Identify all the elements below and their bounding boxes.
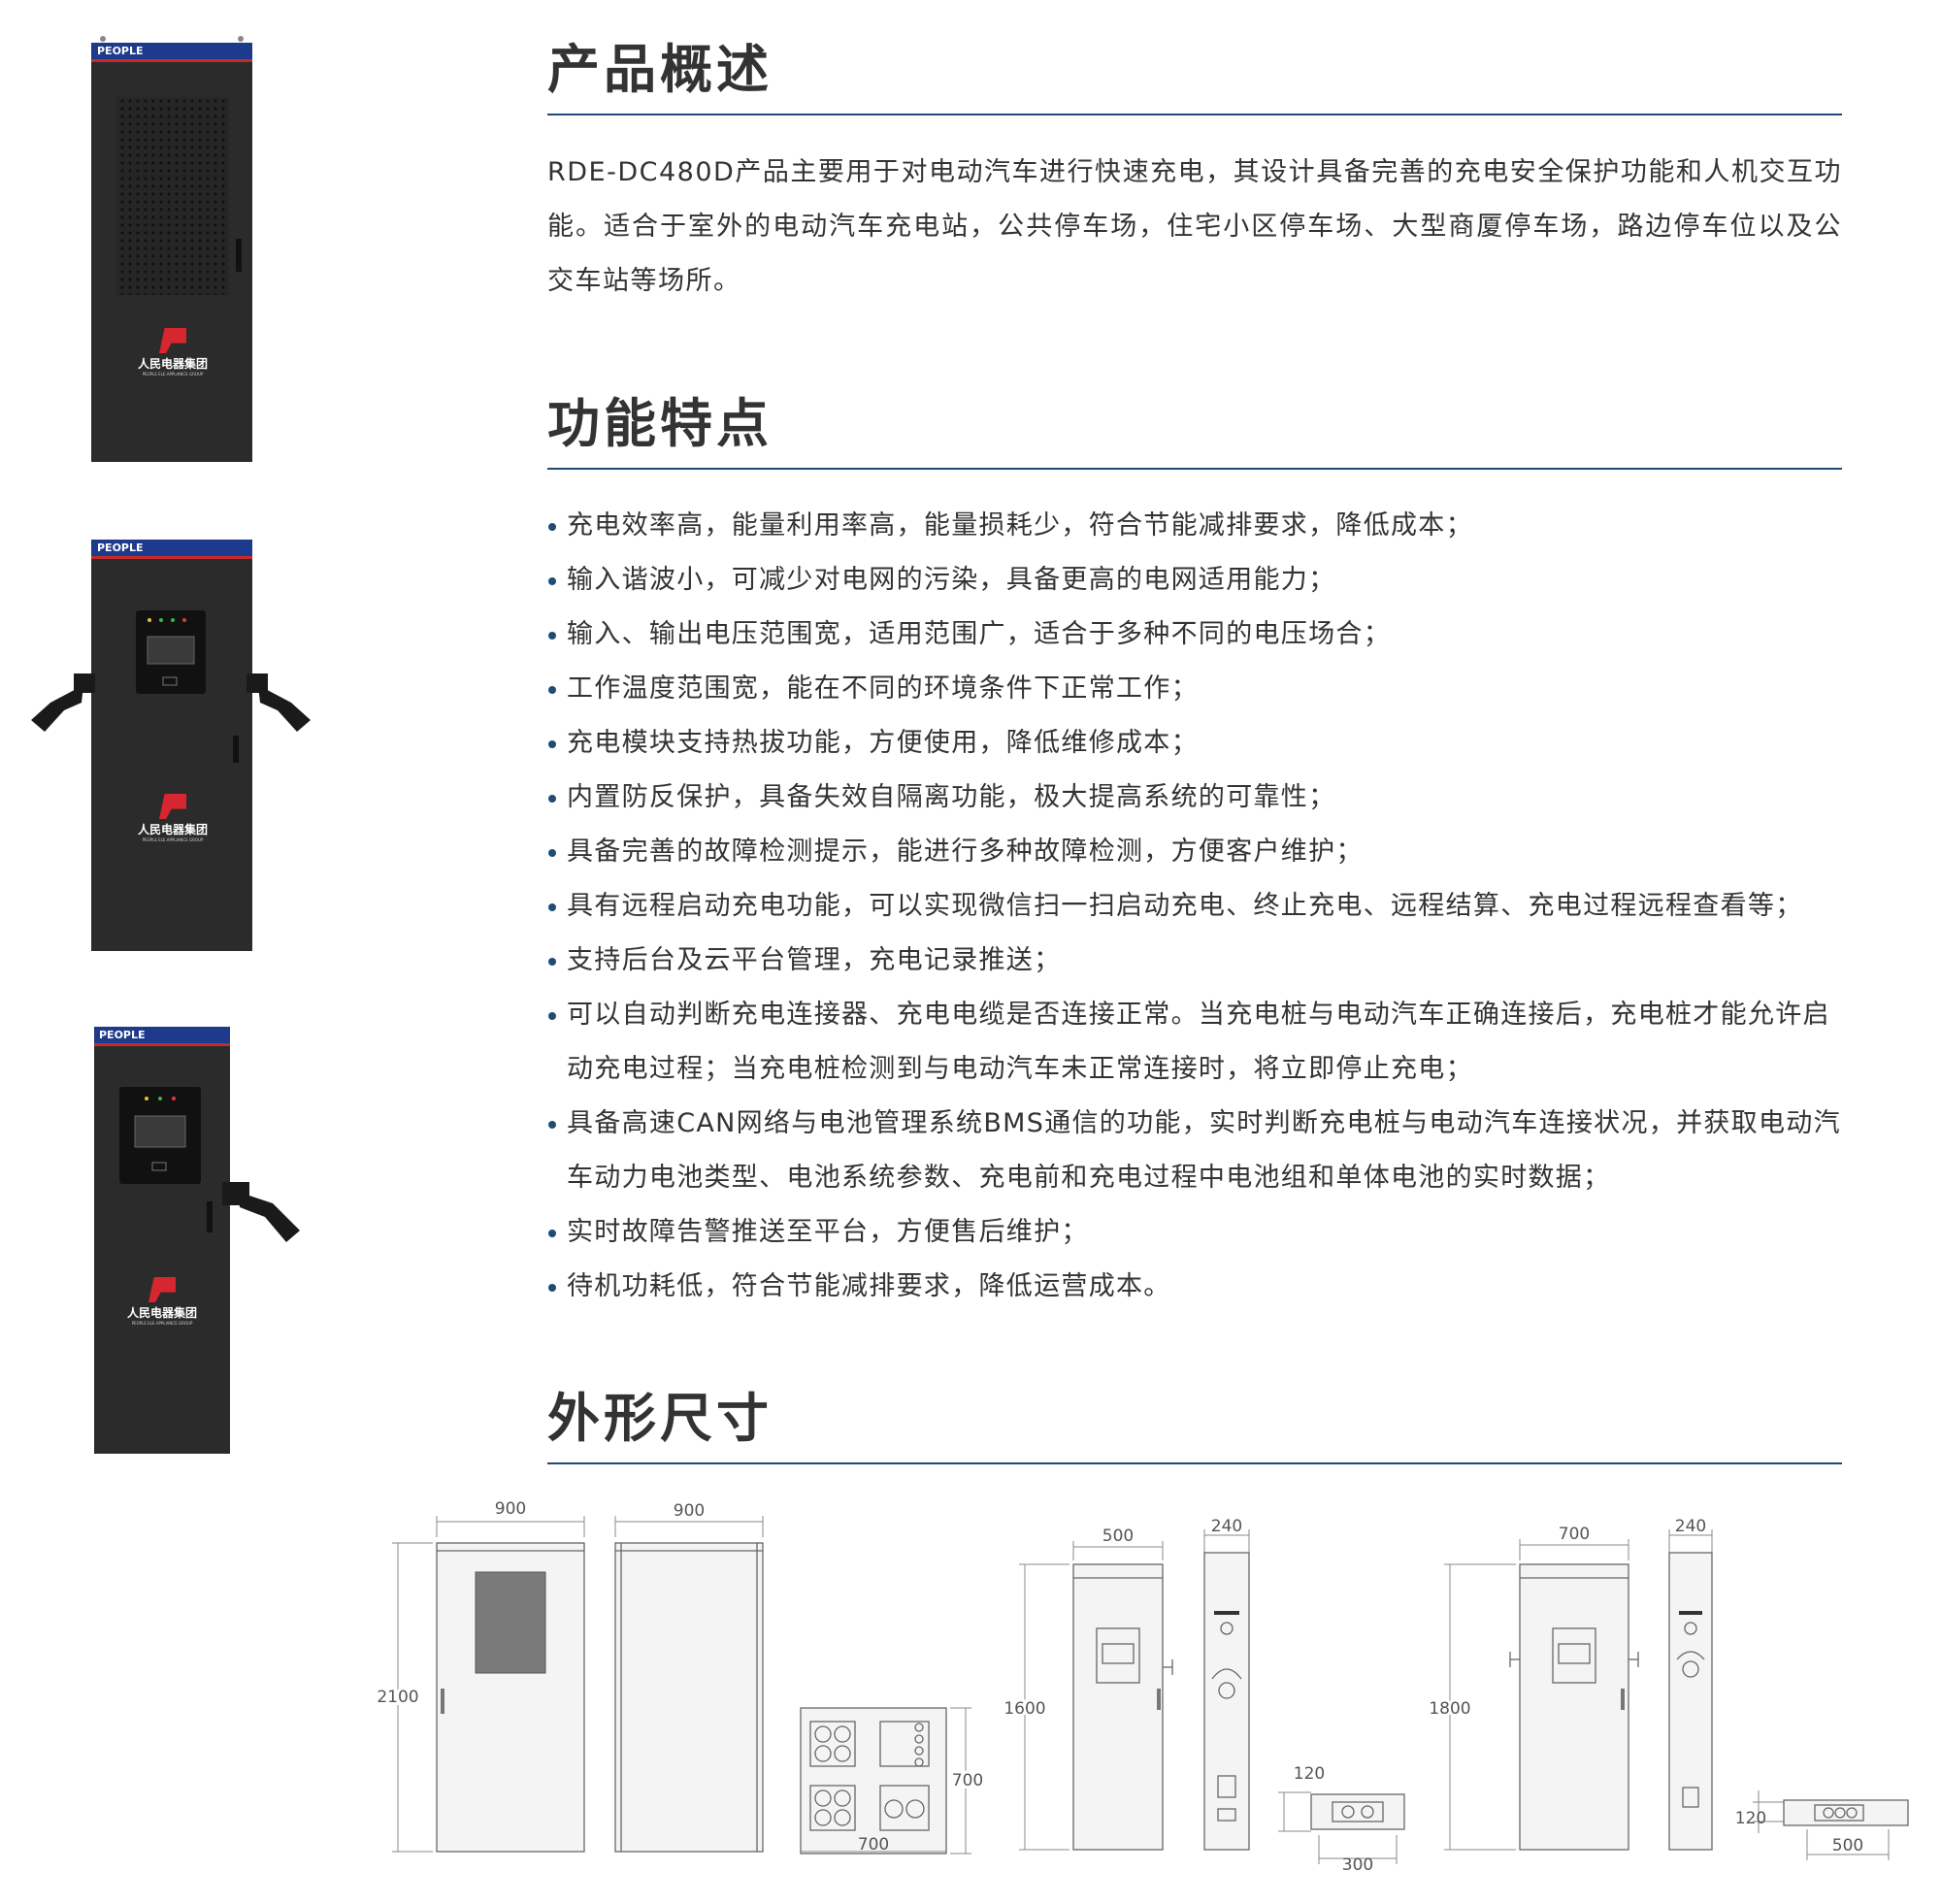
single-gun-foot-drawing: 120 500 (1727, 1781, 1931, 1878)
feature-item: 具备完善的故障检测提示，能进行多种故障检测，方便客户维护； (547, 825, 1842, 879)
feature-item: 支持后台及云平台管理，充电记录推送； (547, 934, 1842, 988)
logo-subtext: PEOPLE ELE.APPLIANCE GROUP (131, 1321, 193, 1326)
dual-foot-width-label: 300 (1342, 1855, 1373, 1875)
brand-label: PEOPLE (97, 45, 144, 57)
feature-item: 工作温度范围宽，能在不同的环境条件下正常工作； (547, 662, 1842, 716)
cabinet-base-plan-drawing: 700 700 (791, 1689, 995, 1863)
feature-item: 输入谐波小，可减少对电网的污染，具备更高的电网适用能力； (547, 553, 1842, 607)
logo-text: 人民电器集团 (137, 823, 208, 837)
feature-list: 充电效率高，能量利用率高，能量损耗少，符合节能减排要求，降低成本； 输入谐波小，… (547, 499, 1842, 1314)
dual-width-label: 500 (1102, 1526, 1134, 1546)
company-logo: 人民电器集团 PEOPLE ELE.APPLIANCE GROUP (124, 328, 221, 377)
single-foot-depth-label: 120 (1735, 1809, 1766, 1828)
base-depth-label: 700 (952, 1771, 983, 1790)
company-logo: 人民电器集团 PEOPLE ELE.APPLIANCE GROUP (114, 1277, 211, 1326)
single-gun-charger-image: PEOPLE 人民电器集团 PEOPLE ELE.APPLIANCE GROUP (92, 1027, 306, 1454)
overview-title: 产品概述 (547, 44, 1842, 115)
power-cabinet-side-drawing: 900 (602, 1494, 776, 1863)
dual-gun-side-drawing: 240 (1199, 1514, 1276, 1863)
dimensions-title: 外形尺寸 (547, 1393, 1842, 1464)
features-title: 功能特点 (547, 398, 1842, 470)
dual-gun-foot-drawing: 120 300 (1276, 1761, 1422, 1878)
feature-item: 具有远程启动充电功能，可以实现微信扫一扫启动充电、终止充电、远程结算、充电过程远… (547, 879, 1842, 934)
power-cabinet-image: PEOPLE 人民电器集团 PEOPLE ELE.APPLIANCE GROUP (87, 35, 257, 462)
cabinet-width-label: 900 (495, 1499, 526, 1519)
single-foot-width-label: 500 (1832, 1836, 1863, 1855)
cabinet-side-width-label: 900 (674, 1501, 705, 1521)
single-width-label: 700 (1559, 1525, 1590, 1544)
feature-item: 充电模块支持热拔功能，方便使用，降低维修成本； (547, 716, 1842, 771)
feature-item: 内置防反保护，具备失效自隔离功能，极大提高系统的可靠性； (547, 771, 1842, 825)
logo-mark-icon (159, 328, 186, 353)
logo-text: 人民电器集团 (137, 357, 208, 371)
base-width-label: 700 (858, 1835, 889, 1855)
logo-mark-icon (159, 794, 186, 819)
single-gun-side-drawing: 240 (1660, 1514, 1737, 1863)
power-cabinet-front-drawing: 900 2100 (369, 1494, 602, 1863)
dual-gun-front-drawing: 500 1600 (1000, 1514, 1194, 1863)
logo-mark-icon (148, 1277, 176, 1302)
company-logo: 人民电器集团 PEOPLE ELE.APPLIANCE GROUP (124, 794, 221, 842)
single-gun-front-drawing: 700 1800 (1426, 1514, 1650, 1863)
cabinet-height-label: 2100 (377, 1688, 418, 1707)
feature-item: 充电效率高，能量利用率高，能量损耗少，符合节能减排要求，降低成本； (547, 499, 1842, 553)
single-height-label: 1800 (1429, 1699, 1470, 1719)
feature-item: 实时故障告警推送至平台，方便售后维护； (547, 1205, 1842, 1260)
logo-text: 人民电器集团 (126, 1306, 197, 1320)
dual-foot-depth-label: 120 (1294, 1764, 1325, 1784)
feature-item: 具备高速CAN网络与电池管理系统BMS通信的功能，实时判断充电桩与电动汽车连接状… (547, 1097, 1842, 1205)
dual-depth-label: 240 (1211, 1517, 1242, 1536)
dual-gun-charger-image: PEOPLE 人民电器集团 PEOPLE ELE.APPLIANCE GROUP (25, 540, 316, 951)
overview-paragraph: RDE-DC480D产品主要用于对电动汽车进行快速充电，其设计具备完善的充电安全… (547, 157, 1842, 296)
single-depth-label: 240 (1675, 1517, 1706, 1536)
feature-item: 可以自动判断充电连接器、充电电缆是否连接正常。当充电桩与电动汽车正确连接后，充电… (547, 988, 1842, 1097)
dual-height-label: 1600 (1003, 1699, 1045, 1719)
brand-label: PEOPLE (99, 1029, 146, 1041)
feature-item: 待机功耗低，符合节能减排要求，降低运营成本。 (547, 1260, 1842, 1314)
brand-label: PEOPLE (97, 542, 144, 554)
logo-subtext: PEOPLE ELE.APPLIANCE GROUP (142, 372, 204, 377)
logo-subtext: PEOPLE ELE.APPLIANCE GROUP (142, 837, 204, 842)
feature-item: 输入、输出电压范围宽，适用范围广，适合于多种不同的电压场合； (547, 607, 1842, 662)
